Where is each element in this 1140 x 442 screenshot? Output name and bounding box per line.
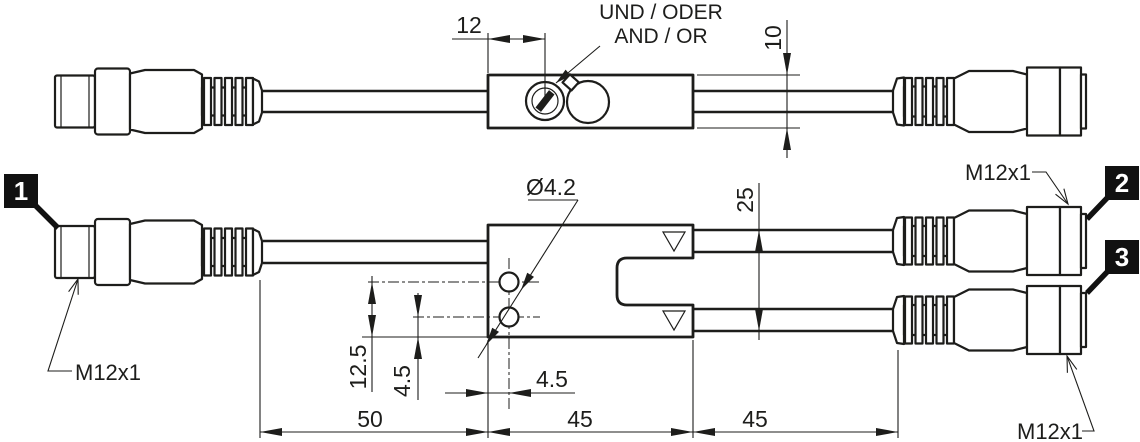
function-label-de: UND / ODER	[599, 1, 723, 24]
dim-25-label: 25	[732, 187, 758, 213]
badge-2: 2	[1085, 166, 1139, 221]
dimension-hole-dia: Ø4.2	[477, 174, 579, 359]
top-cable-left	[263, 89, 488, 114]
dimension-25: 25	[732, 183, 763, 340]
dim-12-5-arrow-top	[368, 282, 376, 304]
m12-left-arrowhead	[68, 277, 79, 295]
dim-4-5h-label: 4.5	[536, 366, 568, 392]
top-view-assembly: 12 10 UND / ODER AND / OR	[53, 1, 1088, 158]
badge-1: 1	[4, 174, 60, 230]
optical-mark-upper	[661, 231, 687, 253]
m12-bottom-right-leader	[1066, 355, 1095, 432]
m12-left-leader	[47, 278, 79, 372]
chain-arrow-50-left	[260, 428, 282, 436]
dim-45-branch-label: 45	[742, 406, 768, 432]
chain-arrow-45b-left	[693, 428, 715, 436]
dim-12-5-label: 12.5	[345, 345, 371, 390]
dim-10-label: 10	[760, 25, 786, 51]
dim-45-body-label: 45	[567, 406, 593, 432]
dim-50-label: 50	[357, 406, 383, 432]
callout-m12-top-right: M12x1	[965, 160, 1069, 206]
dim-25-arrow-top	[755, 230, 763, 252]
m12-top-right-leader	[1032, 171, 1069, 205]
top-male-connector	[53, 67, 264, 136]
m12-left-label: M12x1	[75, 360, 141, 385]
dimension-10: 10	[697, 20, 800, 158]
dim-12-extension-lines	[487, 33, 546, 101]
chain-extension-lines	[259, 280, 899, 438]
dim-12-5-arrow-bottom	[368, 315, 376, 337]
optical-mark-lower	[661, 310, 687, 332]
hole-dia-arrow-lower	[486, 327, 499, 345]
dim-4-5v-label: 4.5	[389, 365, 415, 397]
top-cable-right	[693, 89, 893, 114]
led-indicator	[565, 79, 611, 125]
bottom-female-connector-2	[891, 205, 1088, 277]
branch-cable-lower	[693, 307, 893, 333]
function-leader-arrow	[556, 69, 571, 83]
bottom-view-assembly: Ø4.2 25 12.5 4.5	[4, 160, 1139, 442]
mounting-hole-lower	[498, 306, 520, 328]
chain-arrow-45b-right	[876, 428, 898, 436]
dim-12-arrow-left	[488, 35, 510, 43]
m12-top-right-label: M12x1	[965, 160, 1031, 185]
chain-arrow-45a-right	[671, 428, 693, 436]
hole-dia-arrow-upper	[521, 272, 534, 290]
branch-cable-upper	[693, 228, 893, 254]
function-label-en: AND / OR	[614, 25, 707, 48]
mounting-hole-upper	[498, 271, 520, 293]
bottom-female-connector-3	[891, 284, 1088, 356]
splitter-body	[486, 223, 695, 339]
hole-dia-label: Ø4.2	[526, 174, 576, 200]
dim-10-arrow-top	[783, 53, 791, 75]
function-label: UND / ODER AND / OR	[555, 1, 723, 84]
dim-4-5v-arrow-bottom	[414, 337, 422, 359]
dim-4-5h-arrow-right	[509, 389, 531, 397]
m12-top-right-arrowhead	[1055, 188, 1069, 206]
dim-10-arrow-bottom	[783, 128, 791, 150]
bottom-cable-left	[263, 239, 488, 265]
dim-25-arrow-bottom	[755, 309, 763, 331]
m12-bottom-right-label: M12x1	[1017, 419, 1083, 442]
badge-3-box	[1105, 240, 1139, 274]
dimension-12-5: 12.5	[345, 276, 492, 392]
dim-4-5v-arrow-top	[414, 295, 422, 317]
callout-m12-bottom-right: M12x1	[1017, 354, 1095, 442]
dim-12-label: 12	[456, 12, 482, 38]
dimension-4-5-vertical: 4.5	[389, 293, 422, 400]
m12-bottom-right-arrowhead	[1066, 354, 1078, 373]
badge-1-number: 1	[14, 176, 28, 206]
badge-2-number: 2	[1115, 168, 1129, 198]
dimension-chain-bottom: 50 45 45	[259, 280, 899, 438]
badge-3: 3	[1085, 240, 1139, 295]
chain-arrow-50-right	[466, 428, 488, 436]
callout-m12-left: M12x1	[47, 277, 141, 385]
dim-10-extension-lines	[697, 74, 800, 129]
badge-1-box	[4, 174, 38, 208]
top-female-connector	[891, 66, 1088, 137]
bottom-male-connector-1	[53, 217, 264, 287]
dim-12-arrow-right	[523, 35, 545, 43]
dimension-12: 12	[452, 12, 546, 101]
badge-2-box	[1105, 166, 1139, 200]
dimension-4-5-horizontal: 4.5	[445, 366, 575, 397]
chain-arrow-45a-left	[488, 428, 510, 436]
dim-4-5h-arrow-left	[466, 389, 488, 397]
badge-3-number: 3	[1115, 242, 1129, 272]
led-notch	[561, 73, 580, 92]
